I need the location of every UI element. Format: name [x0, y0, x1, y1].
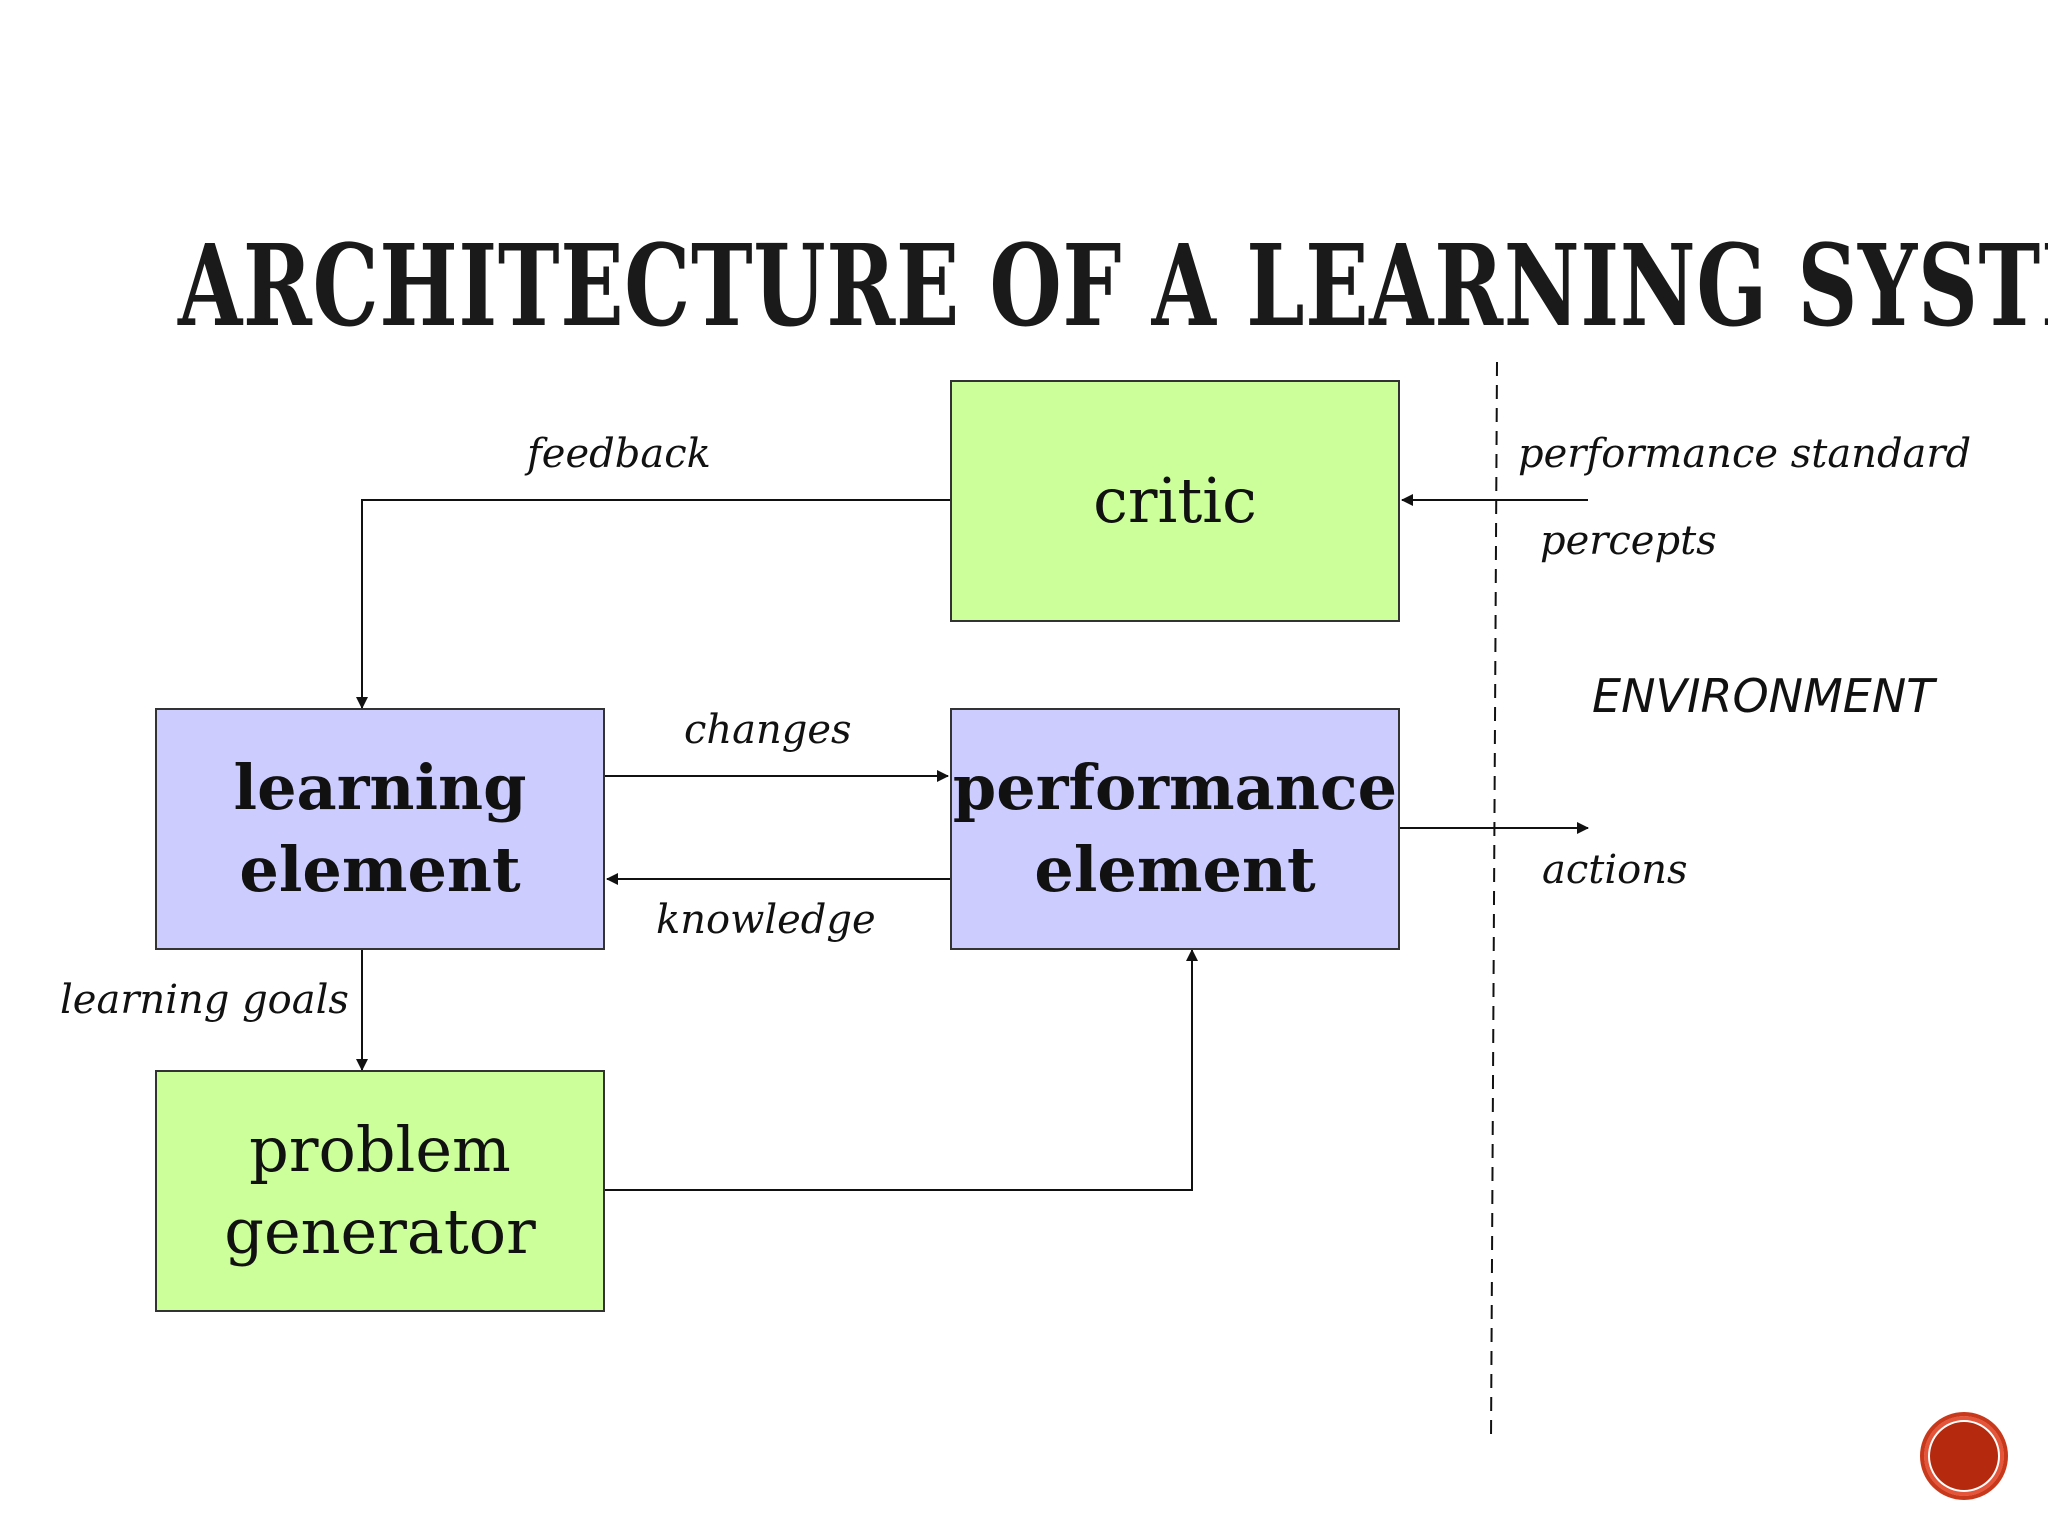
environment-label: ENVIRONMENT: [1592, 669, 1935, 723]
learning-goals-label: learning goals: [60, 977, 349, 1023]
performance-standard-label: performance standard: [1518, 431, 1972, 477]
learning-element-label-line1: learning: [233, 751, 527, 824]
performance-element-label-line2: element: [1034, 833, 1316, 906]
performance-element-box: performance element: [950, 708, 1400, 950]
performance-element-label-line1: performance: [952, 751, 1398, 824]
knowledge-label: knowledge: [656, 897, 876, 943]
problem-generator-label-line2: generator: [224, 1195, 536, 1268]
changes-label: changes: [684, 707, 852, 753]
percepts-label: percepts: [1540, 518, 1717, 564]
next-slide-button[interactable]: [1920, 1412, 2008, 1500]
actions-label: actions: [1542, 847, 1688, 893]
feedback-arrow: [356, 499, 950, 709]
learning-element-box: learning element: [155, 708, 605, 950]
critic-box: critic: [950, 380, 1400, 622]
problem-generator-arrow: [605, 949, 1198, 1191]
environment-boundary: [1490, 361, 1498, 1441]
feedback-label: feedback: [527, 431, 711, 477]
problem-generator-label-line1: problem: [249, 1113, 511, 1186]
critic-label: critic: [1093, 464, 1257, 537]
problem-generator-box: problem generator: [155, 1070, 605, 1312]
learning-element-label-line2: element: [239, 833, 521, 906]
